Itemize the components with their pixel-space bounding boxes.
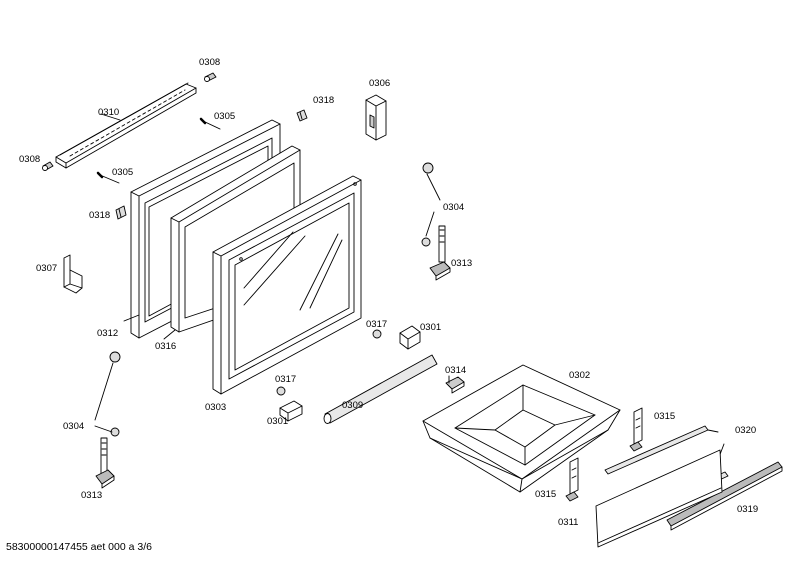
glass-panel-0311 bbox=[595, 449, 723, 548]
part-label-0308-top: 0308 bbox=[199, 57, 221, 68]
part-label-0316: 0316 bbox=[155, 341, 177, 352]
part-label-0312: 0312 bbox=[97, 328, 119, 339]
slide-0315-b bbox=[565, 457, 579, 502]
screw-0305-top bbox=[199, 117, 221, 130]
part-label-0309: 0309 bbox=[342, 400, 364, 411]
part-label-0315-a: 0315 bbox=[654, 411, 676, 422]
rail-0319 bbox=[666, 461, 783, 531]
part-label-0319: 0319 bbox=[737, 504, 759, 515]
part-label-0313-right: 0313 bbox=[451, 258, 473, 269]
part-label-0301-a: 0301 bbox=[420, 322, 442, 333]
leader-0312 bbox=[123, 314, 140, 322]
hinge-0313-left bbox=[95, 351, 121, 489]
leader-0316 bbox=[163, 329, 176, 340]
leader-0310 bbox=[100, 113, 121, 121]
part-label-0310: 0310 bbox=[98, 107, 120, 118]
part-label-0304-right: 0304 bbox=[443, 202, 465, 213]
part-label-0303: 0303 bbox=[205, 402, 227, 413]
outer-door-0303 bbox=[212, 175, 362, 395]
slide-0315-a bbox=[629, 407, 643, 452]
part-label-0308-left: 0308 bbox=[19, 154, 41, 165]
leader-0304-right bbox=[425, 173, 441, 237]
bracket-0306 bbox=[365, 94, 387, 141]
part-label-0306: 0306 bbox=[369, 78, 391, 89]
trim-strip-0310 bbox=[55, 82, 197, 169]
part-label-0311: 0311 bbox=[558, 517, 579, 528]
document-footer-id: 58300000147455 aet 000 a 3/6 bbox=[6, 541, 152, 553]
screw-0305-mid bbox=[96, 171, 120, 184]
bracket-0307 bbox=[63, 254, 83, 294]
part-label-0304-left: 0304 bbox=[63, 421, 85, 432]
cap-0317-b bbox=[276, 386, 286, 396]
bracket-0301-b bbox=[279, 400, 303, 422]
bracket-0301-a bbox=[399, 325, 421, 350]
part-label-0305-mid: 0305 bbox=[112, 167, 134, 178]
cap-0317-a bbox=[372, 329, 382, 339]
rod-0309 bbox=[323, 354, 438, 424]
leader-0304-left bbox=[94, 362, 114, 433]
part-label-0320: 0320 bbox=[735, 425, 757, 436]
part-0314 bbox=[445, 375, 465, 394]
part-label-0317-a: 0317 bbox=[366, 319, 388, 330]
part-label-0302: 0302 bbox=[569, 370, 591, 381]
end-cap-0308-top bbox=[204, 72, 217, 82]
clip-0318-left bbox=[115, 205, 127, 220]
part-label-0313-left: 0313 bbox=[81, 490, 103, 501]
part-label-0318-top: 0318 bbox=[313, 95, 335, 106]
part-label-0305-top: 0305 bbox=[214, 111, 236, 122]
hinge-0313-right bbox=[421, 162, 451, 281]
tray-0302 bbox=[422, 364, 621, 493]
clip-0318-top bbox=[296, 109, 308, 122]
part-label-0317-b: 0317 bbox=[275, 374, 297, 385]
part-label-0318-left: 0318 bbox=[89, 210, 111, 221]
part-label-0307: 0307 bbox=[36, 263, 58, 274]
part-label-0301-b: 0301 bbox=[267, 416, 289, 427]
part-label-0315-b: 0315 bbox=[535, 489, 557, 500]
end-cap-0308-left bbox=[42, 161, 54, 171]
part-label-0314: 0314 bbox=[445, 365, 467, 376]
